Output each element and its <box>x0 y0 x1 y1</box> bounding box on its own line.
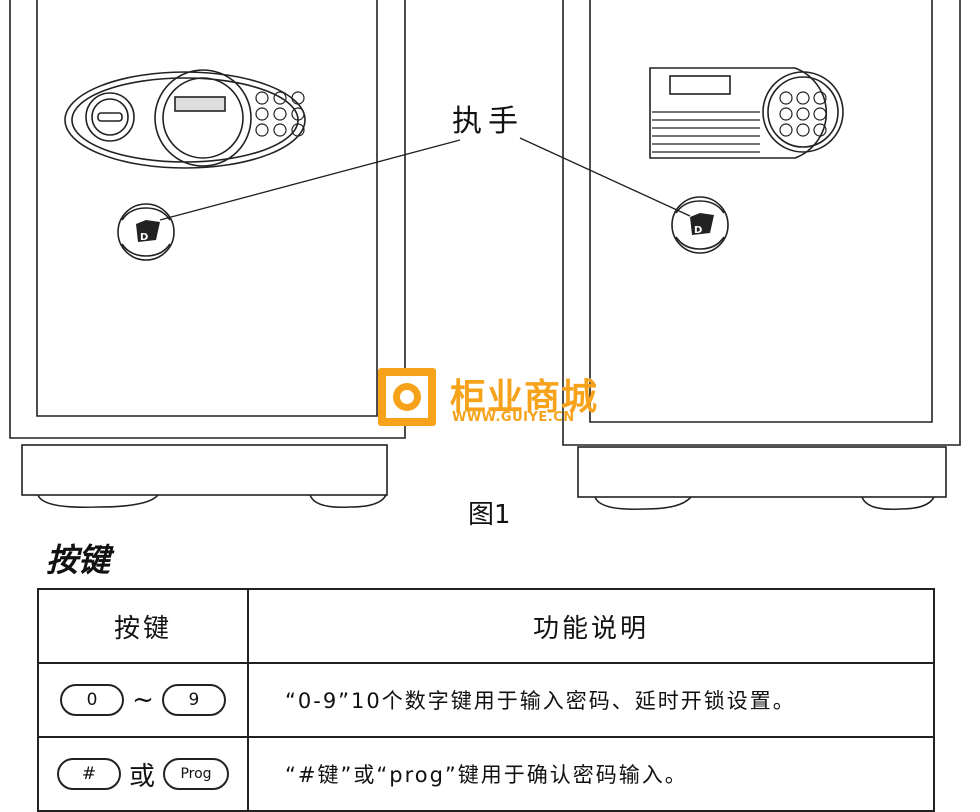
left-keypad <box>255 91 305 137</box>
header-key: 按键 <box>37 588 249 664</box>
key-0-icon: 0 <box>60 684 125 716</box>
key-cell: #或 Prog <box>37 736 249 812</box>
figure-caption: 图1 <box>468 500 511 530</box>
svg-text:D: D <box>694 225 702 236</box>
section-title: 按键 <box>46 541 111 579</box>
key-separator: ~ <box>132 685 154 715</box>
left-lock-dial <box>154 69 252 167</box>
function-description: “0-9”10个数字键用于输入密码、延时开锁设置。 <box>247 662 935 738</box>
right-keypad-ring <box>762 71 844 153</box>
left-safe: D <box>9 0 406 509</box>
left-handle-icon: D <box>117 203 175 261</box>
watermark-name: 柜业商城 <box>450 377 599 418</box>
safe-illustration: D D <box>9 0 961 511</box>
function-description: “#键”或“prog”键用于确认密码输入。 <box>247 736 935 812</box>
callout-line-left <box>159 139 461 221</box>
key-9-icon: 9 <box>161 684 226 716</box>
key-hash-icon: # <box>56 758 121 790</box>
header-function: 功能说明 <box>247 588 935 664</box>
right-safe: D <box>562 0 961 511</box>
right-keypad <box>779 91 827 137</box>
key-prog-icon: Prog <box>163 758 229 790</box>
callout-line-right <box>519 137 691 217</box>
handle-callout-label: 执手 <box>452 104 524 139</box>
right-handle-icon: D <box>671 196 729 254</box>
left-lock-panel <box>64 71 306 169</box>
svg-text:D: D <box>140 232 148 243</box>
table-row: #或 Prog “#键”或“prog”键用于确认密码输入。 <box>37 736 935 812</box>
table-header-row: 按键 功能说明 <box>37 588 935 664</box>
key-separator: 或 <box>128 761 155 792</box>
watermark-url: WWW.GUIYE.CN <box>452 410 575 425</box>
key-function-table: 按键 功能说明 0~9 “0-9”10个数字键用于输入密码、延时开锁设置。 #或… <box>37 588 935 812</box>
key-cell: 0~9 <box>37 662 249 738</box>
table-row: 0~9 “0-9”10个数字键用于输入密码、延时开锁设置。 <box>37 662 935 738</box>
left-lock-display <box>174 96 226 112</box>
watermark-logo-icon <box>378 368 436 426</box>
